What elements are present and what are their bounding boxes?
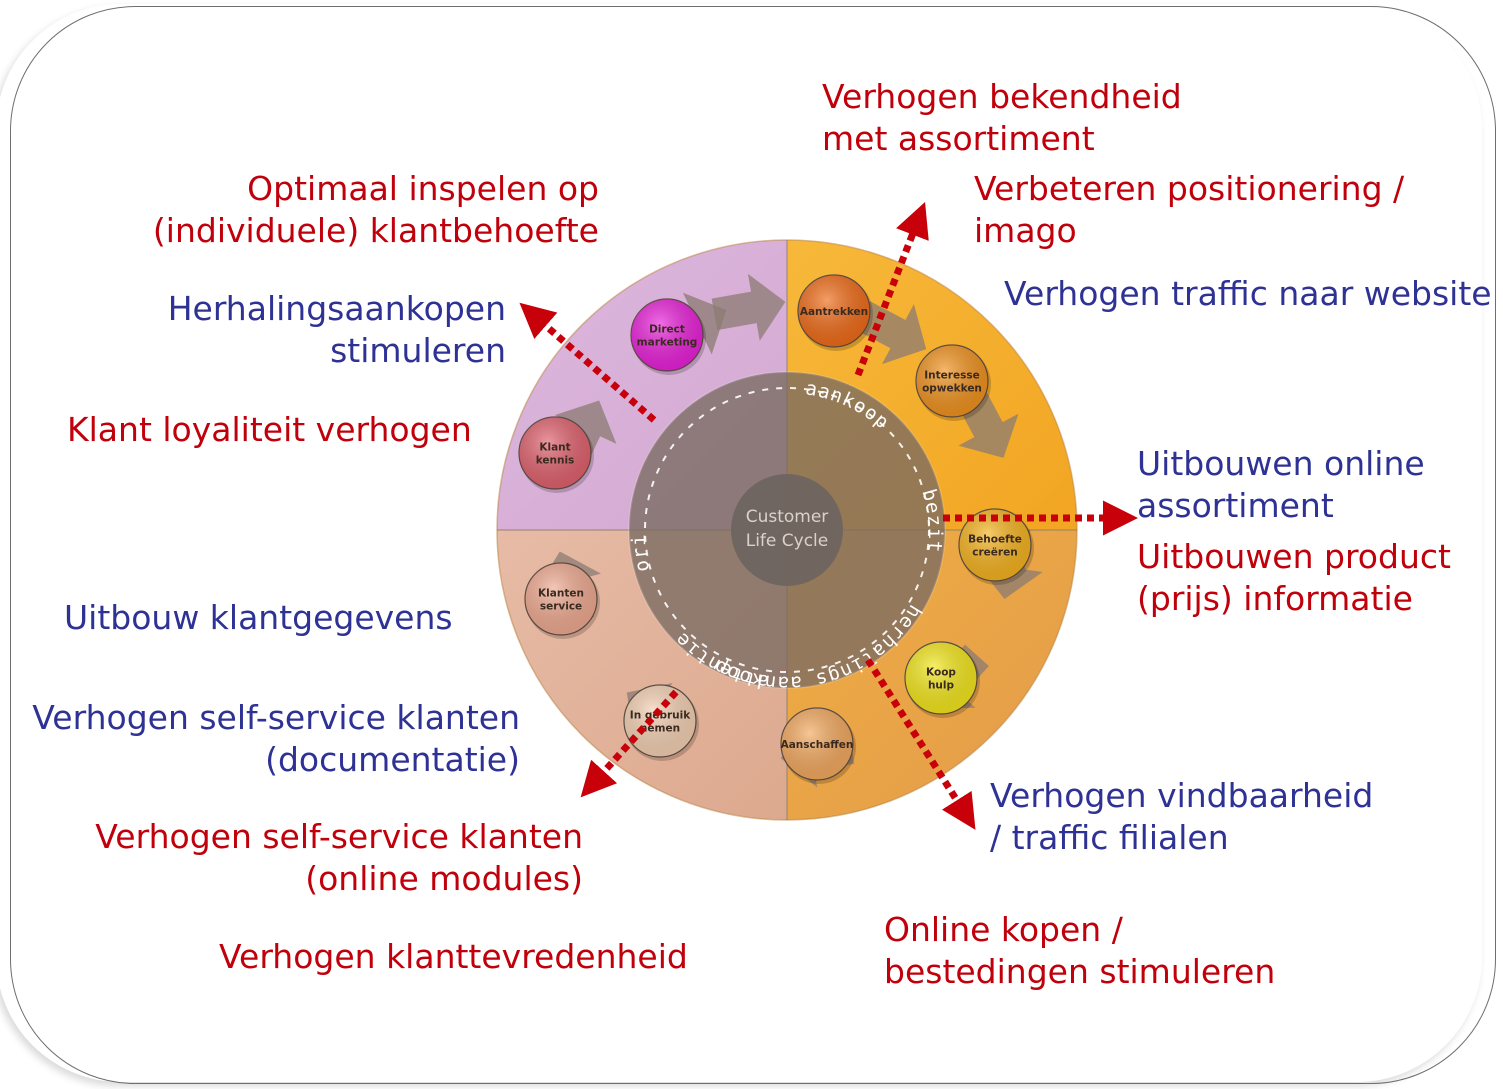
cycle-arrow: [855, 301, 927, 365]
step-label: Koop: [926, 667, 956, 679]
step-label: Direct: [649, 324, 685, 336]
label-klantgegevens: Uitbouw klantgegevens: [64, 598, 453, 637]
step-label: In gebruik: [630, 710, 691, 722]
dotted-arrows: [519, 201, 1138, 830]
step-aanschaffen: Aanschaffen: [780, 707, 856, 784]
label-vindbaarheid: Verhogen vindbaarheid/ traffic filialen: [990, 776, 1374, 857]
hub-label: Customer: [746, 507, 829, 527]
step-label: Aantrekken: [800, 306, 868, 318]
label-online-kopen: Online kopen /bestedingen stimuleren: [884, 910, 1276, 991]
phase-ring-edge: [628, 371, 946, 689]
step-label: nemen: [640, 723, 680, 735]
dotted-arrow: [580, 689, 679, 798]
phase-dashed-circle: [644, 387, 930, 673]
step-label: Aanschaffen: [781, 739, 854, 751]
step-label: Behoefte: [968, 534, 1022, 546]
label-self-service-documentatie: Verhogen self-service klanten(documentat…: [32, 698, 520, 779]
step-label: kennis: [536, 455, 575, 467]
label-loyaliteit: Klant loyaliteit verhogen: [67, 410, 472, 449]
hub-label: Life Cycle: [746, 531, 829, 551]
slide-frame: [10, 6, 1496, 1084]
step-aantrekken: Aantrekken: [797, 274, 873, 351]
step-label: hulp: [928, 680, 955, 692]
step-label: marketing: [637, 337, 698, 349]
step-label: creëren: [972, 547, 1017, 559]
label-self-service-online: Verhogen self-service klanten(online mod…: [95, 817, 583, 898]
label-klanttevredenheid: Verhogen klanttevredenheid: [219, 937, 688, 976]
label-product-informatie: Uitbouwen product(prijs) informatie: [1137, 537, 1451, 618]
step-label: Interesse: [924, 370, 979, 382]
label-traffic-website: Verhogen traffic naar website: [1004, 274, 1492, 313]
step-label: opwekken: [922, 383, 982, 395]
label-positionering: Verbeteren positionering /imago: [974, 169, 1405, 250]
dotted-arrow: [854, 201, 929, 377]
hub-circle: [731, 474, 843, 586]
dotted-arrow: [519, 302, 657, 423]
step-label: service: [540, 601, 582, 613]
step-label: Klant: [539, 442, 570, 454]
cycle-steps: AantrekkenInteresseopwekkenBehoeftecreër…: [518, 274, 1034, 784]
label-klantbehoefte: Optimaal inspelen op(individuele) klantb…: [152, 169, 599, 250]
step-label: Klanten: [538, 588, 584, 600]
cycle-arrow: [711, 273, 786, 341]
